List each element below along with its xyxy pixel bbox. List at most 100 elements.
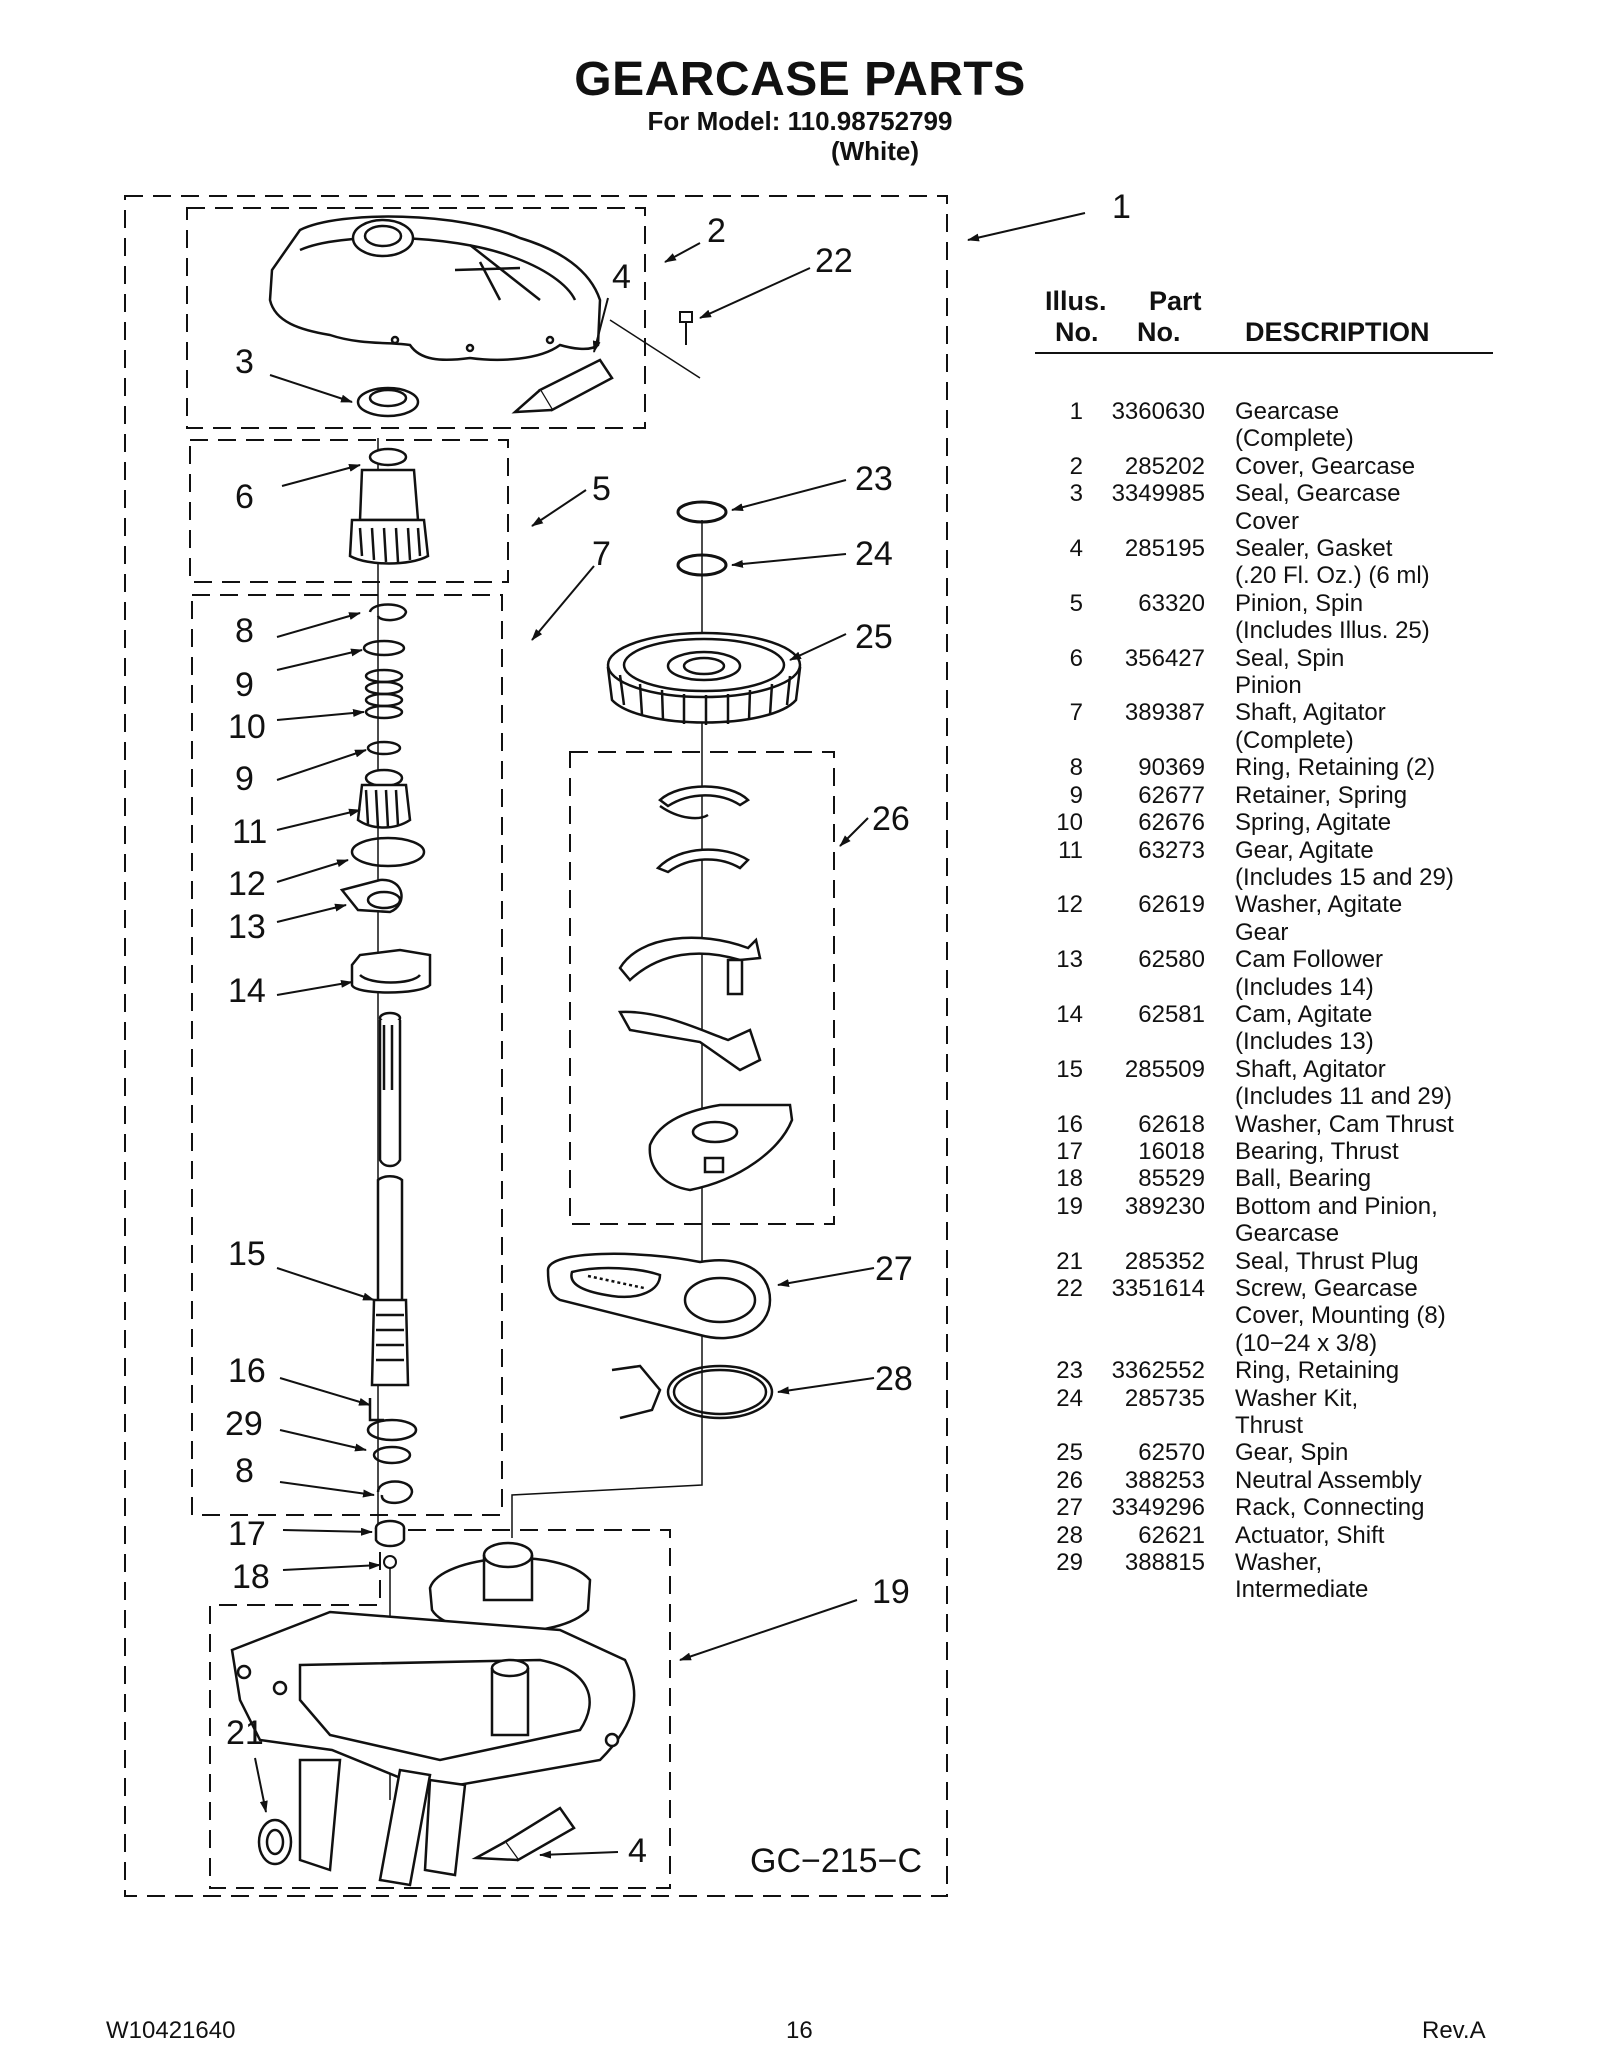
agitator-shaft-box bbox=[191, 594, 503, 1516]
header-part: Part No. bbox=[1137, 286, 1202, 348]
screw-part bbox=[679, 311, 693, 345]
part-description: Ring, Retaining (2) bbox=[1235, 754, 1436, 782]
illus-number: 16 bbox=[1056, 1110, 1083, 1138]
spin-pinion-part bbox=[348, 447, 430, 565]
callout-26: 26 bbox=[872, 800, 910, 838]
callout-15: 15 bbox=[228, 1235, 266, 1273]
callout-8-bottom: 8 bbox=[235, 1452, 254, 1490]
table-row: 8 90369 Ring, Retaining (2) bbox=[1035, 754, 1505, 781]
part-description: (Includes 14) bbox=[1235, 973, 1374, 1001]
part-number: 85529 bbox=[1138, 1165, 1205, 1193]
illus-number: 12 bbox=[1056, 891, 1083, 919]
part-number: 389387 bbox=[1124, 699, 1205, 727]
part-number: 356427 bbox=[1124, 644, 1205, 672]
part-number: 62676 bbox=[1138, 809, 1205, 837]
sealer-tube-part-bottom bbox=[471, 1806, 576, 1862]
illus-number: 10 bbox=[1056, 809, 1083, 837]
part-number: 3351614 bbox=[1111, 1275, 1205, 1302]
bearing-ball-part bbox=[383, 1555, 397, 1569]
illus-number: 3 bbox=[1069, 480, 1083, 508]
part-description: (10−24 x 3/8) bbox=[1235, 1329, 1378, 1357]
sealer-tube-part-top bbox=[511, 358, 614, 414]
part-description: Bearing, Thrust bbox=[1235, 1137, 1399, 1165]
callout-29: 29 bbox=[225, 1405, 263, 1443]
neutral-assembly-part bbox=[617, 785, 794, 1192]
page-number: 16 bbox=[786, 2017, 813, 2044]
callout-8-top: 8 bbox=[235, 612, 254, 650]
agitator-shaft-ring-stack bbox=[362, 603, 408, 756]
illus-number: 23 bbox=[1056, 1357, 1083, 1385]
part-description: Ring, Retaining bbox=[1235, 1357, 1400, 1385]
illus-number: 26 bbox=[1056, 1466, 1083, 1494]
part-description: Seal, Thrust Plug bbox=[1235, 1247, 1419, 1275]
callout-6: 6 bbox=[235, 478, 254, 516]
part-description: Gearcase bbox=[1235, 1220, 1340, 1248]
callout-14: 14 bbox=[228, 972, 266, 1010]
page-title: GEARCASE PARTS bbox=[574, 53, 1026, 106]
callout-9-bottom: 9 bbox=[235, 760, 254, 798]
illus-number: 19 bbox=[1056, 1192, 1083, 1220]
part-number: 3360630 bbox=[1111, 398, 1205, 425]
part-number: 62580 bbox=[1138, 946, 1205, 974]
part-number: 285735 bbox=[1124, 1384, 1205, 1412]
callout-16: 16 bbox=[228, 1352, 266, 1390]
part-number: 62677 bbox=[1138, 781, 1205, 809]
header-part-top: Part bbox=[1149, 286, 1202, 316]
callout-7: 7 bbox=[592, 535, 611, 573]
part-description: Washer, Agitate bbox=[1235, 891, 1403, 919]
callout-18: 18 bbox=[232, 1558, 270, 1596]
part-description: Cover, Mounting (8) bbox=[1235, 1302, 1446, 1330]
part-description: (Complete) bbox=[1235, 425, 1354, 453]
illus-number: 8 bbox=[1069, 754, 1083, 782]
part-description: Cam Follower bbox=[1235, 946, 1384, 974]
part-number: 16018 bbox=[1138, 1137, 1205, 1165]
part-description: Neutral Assembly bbox=[1235, 1466, 1422, 1494]
illus-number: 2 bbox=[1069, 452, 1083, 480]
part-number: 62618 bbox=[1138, 1110, 1205, 1138]
part-description: Washer Kit, bbox=[1235, 1384, 1359, 1412]
table-row: 16 62618 Washer, Cam Thrust bbox=[1035, 1111, 1505, 1138]
part-description: Bottom and Pinion, bbox=[1235, 1192, 1438, 1220]
header-illus-top: Illus. bbox=[1045, 286, 1107, 316]
callout-22: 22 bbox=[815, 242, 853, 280]
agitator-shaft-part bbox=[370, 1011, 410, 1387]
doc-number: W10421640 bbox=[106, 2017, 236, 2044]
part-description: Washer, Cam Thrust bbox=[1235, 1110, 1454, 1138]
part-description: (Includes 11 and 29) bbox=[1235, 1083, 1453, 1111]
model-line: For Model: 110.98752799 bbox=[647, 106, 953, 136]
callout-10: 10 bbox=[228, 708, 266, 746]
callout-27: 27 bbox=[875, 1250, 913, 1288]
revision: Rev.A bbox=[1422, 2017, 1486, 2044]
model-variant: (White) bbox=[830, 136, 920, 166]
shift-actuator-part bbox=[611, 1364, 774, 1420]
part-number: 62570 bbox=[1138, 1439, 1205, 1467]
part-number: 63320 bbox=[1138, 589, 1205, 617]
part-number: 388815 bbox=[1124, 1549, 1205, 1577]
part-description: Seal, Gearcase bbox=[1235, 480, 1401, 508]
part-description: Pinion bbox=[1235, 672, 1302, 700]
part-number: 3349296 bbox=[1111, 1494, 1205, 1522]
part-number: 388253 bbox=[1124, 1466, 1205, 1494]
part-description: Thrust bbox=[1235, 1412, 1304, 1440]
part-number: 285195 bbox=[1124, 535, 1205, 563]
part-description: Rack, Connecting bbox=[1235, 1494, 1425, 1522]
part-description: Ball, Bearing bbox=[1235, 1165, 1372, 1193]
part-description: (Includes 13) bbox=[1235, 1028, 1374, 1056]
illus-number: 4 bbox=[1069, 535, 1083, 563]
part-description: Shaft, Agitator bbox=[1235, 1055, 1386, 1083]
part-number: 90369 bbox=[1138, 754, 1205, 782]
part-description: Gear, Spin bbox=[1235, 1439, 1349, 1467]
part-number: 285202 bbox=[1124, 452, 1205, 480]
